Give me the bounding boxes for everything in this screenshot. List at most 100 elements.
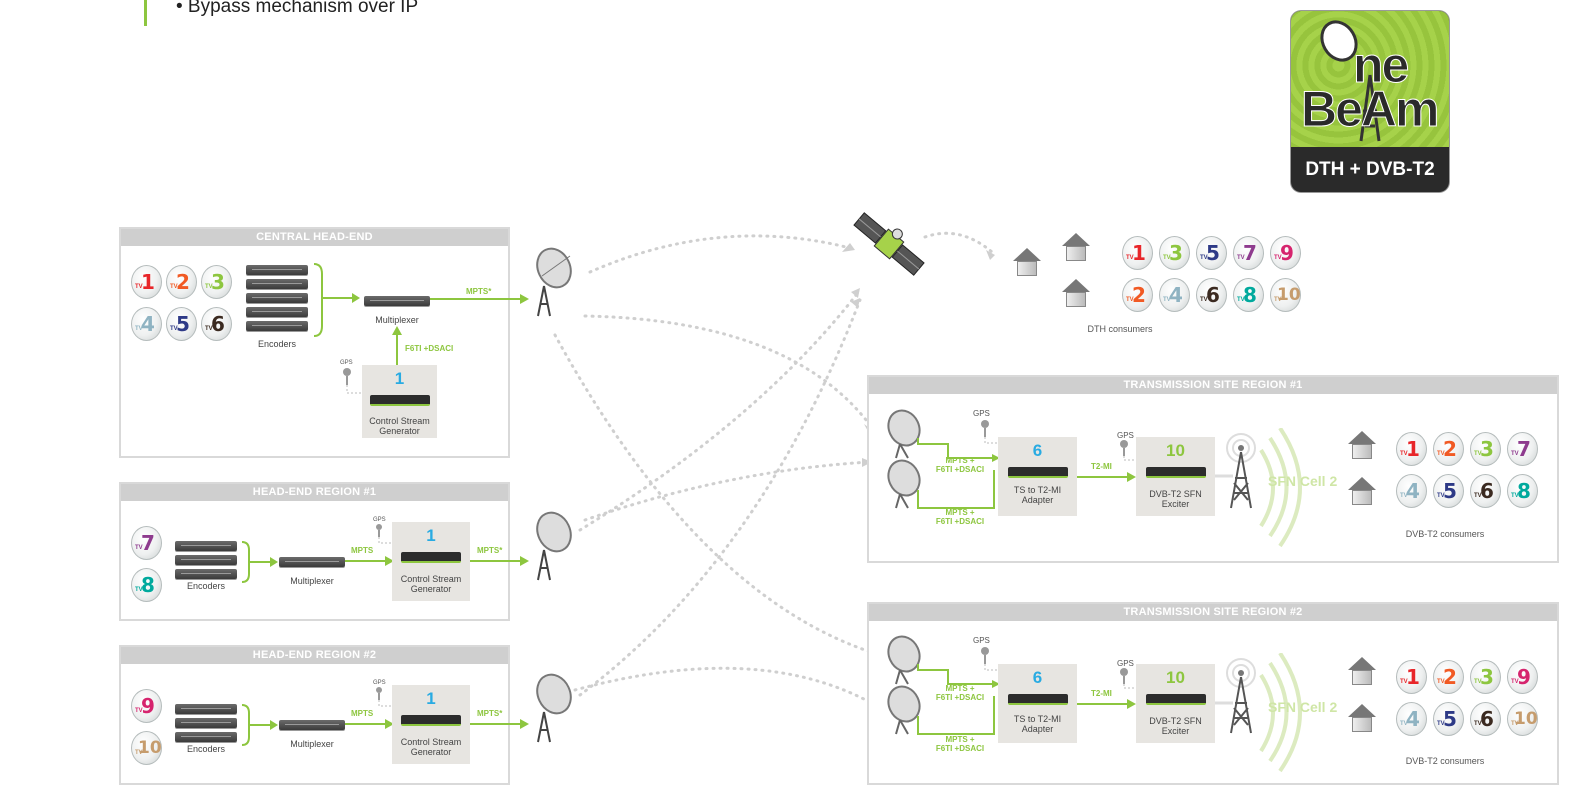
device-number: 10 xyxy=(1166,441,1185,460)
encoder-rack xyxy=(175,541,237,551)
ts-to-t2mi-adapter: 6 TS to T2-MI Adapter xyxy=(998,437,1077,516)
gps-antenna-icon xyxy=(1120,668,1138,689)
control-stream-generator: 1 Control Stream Generator xyxy=(362,365,437,438)
region2-to-tx2-line xyxy=(573,666,877,707)
multiplexer-rack xyxy=(364,296,430,306)
encoder-rack xyxy=(246,293,308,303)
central-to-tx2-line xyxy=(553,333,882,657)
house-icon xyxy=(1013,248,1041,278)
device-number: 1 xyxy=(426,526,436,545)
encoder-rack xyxy=(246,321,308,331)
uplink-region1-line xyxy=(578,288,862,532)
dvb-t2-sfn-exciter: 10 DVB-T2 SFN Exciter xyxy=(1136,664,1215,743)
t2mi-label: T2-MI xyxy=(1091,689,1112,698)
mpts-label: MPTS +F6TI +DSACI xyxy=(935,684,985,702)
encoder-rack xyxy=(175,704,237,714)
t2mi-label: T2-MI xyxy=(1091,462,1112,471)
mpts-input-lines xyxy=(917,438,1000,509)
bullet-text: • Bypass mechanism over IP xyxy=(176,0,419,17)
device-label: Control Stream xyxy=(400,737,462,747)
device-label: Adapter xyxy=(1021,495,1054,505)
head-end-region-1-panel: HEAD-END REGION #1 xyxy=(119,482,510,621)
mpts-label: MPTS xyxy=(351,546,374,555)
receive-dish-icon xyxy=(887,635,921,685)
dth-consumers-label: DTH consumers xyxy=(1087,324,1153,334)
mpts-label: MPTS +F6TI +DSACI xyxy=(935,508,985,526)
device-number: 1 xyxy=(394,369,405,388)
multiplexer-rack xyxy=(279,557,345,567)
house-icon xyxy=(1348,704,1376,734)
dvb-t2-consumers-label: DVB-T2 consumers xyxy=(1405,756,1485,766)
mpts-input-lines xyxy=(917,664,1000,735)
mpts-out-arrow xyxy=(470,719,529,729)
satellite-dish-icon xyxy=(1320,20,1381,142)
multiplexer-label: Multiplexer xyxy=(375,315,419,325)
device-unit xyxy=(1145,694,1206,705)
device-label: Adapter xyxy=(1021,724,1054,734)
gps-label: GPS xyxy=(973,636,990,645)
sfn-cell-label: SFN Cell 2 xyxy=(1268,473,1338,489)
onebeam-logo: ne BeAm DTH + DVB-T2 xyxy=(1291,11,1449,192)
accent-bar xyxy=(144,0,147,26)
gps-antenna-icon xyxy=(376,524,394,544)
panel-title: HEAD-END REGION #1 xyxy=(121,484,508,501)
device-label: DVB-T2 SFN xyxy=(1149,489,1202,499)
f6ti-arrow xyxy=(392,326,402,365)
device-label: Control Stream xyxy=(400,574,462,584)
control-stream-generator: 1 Control Stream Generator xyxy=(392,685,470,764)
multiplexer-label: Multiplexer xyxy=(290,739,334,749)
device-label: Exciter xyxy=(1161,726,1190,736)
device-unit xyxy=(1007,467,1068,478)
device-label: Generator xyxy=(410,584,452,594)
device-label: Exciter xyxy=(1161,499,1190,509)
logo-caption: DTH + DVB-T2 xyxy=(1305,159,1435,180)
central-to-tx1-line xyxy=(583,314,872,427)
gps-antenna-icon xyxy=(981,647,1002,671)
uplink-central-line xyxy=(588,234,852,274)
device-unit xyxy=(369,395,430,406)
panel-title: TRANSMISSION SITE REGION #1 xyxy=(869,377,1557,394)
dvb-t2-sfn-exciter: 10 DVB-T2 SFN Exciter xyxy=(1136,437,1215,516)
gps-label: GPS xyxy=(373,517,386,523)
satellite-dish-icon xyxy=(536,247,572,317)
panel-title: HEAD-END REGION #2 xyxy=(121,647,508,664)
gps-label: GPS xyxy=(1117,431,1134,440)
encoder-rack xyxy=(175,555,237,565)
encoder-rack xyxy=(175,732,237,742)
mpts-label: MPTS* xyxy=(466,287,492,296)
t2mi-arrow xyxy=(1077,472,1136,482)
mpts-arrow xyxy=(430,294,529,304)
device-unit xyxy=(1145,467,1206,478)
satellite-dish-icon xyxy=(536,673,572,743)
device-number: 1 xyxy=(426,689,436,708)
receive-dish-icon xyxy=(887,409,921,459)
control-stream-generator: 1 Control Stream Generator xyxy=(392,522,470,601)
device-number: 6 xyxy=(1032,668,1043,687)
device-unit xyxy=(1007,694,1068,705)
device-unit xyxy=(401,715,461,726)
transmitter-tower-icon xyxy=(1215,428,1302,548)
device-label: TS to T2-MI xyxy=(1013,485,1062,495)
gps-label: GPS xyxy=(373,680,386,686)
house-icon xyxy=(1348,477,1376,507)
house-icon xyxy=(1348,657,1376,687)
mpts-label: MPTS +F6TI +DSACI xyxy=(935,735,985,753)
